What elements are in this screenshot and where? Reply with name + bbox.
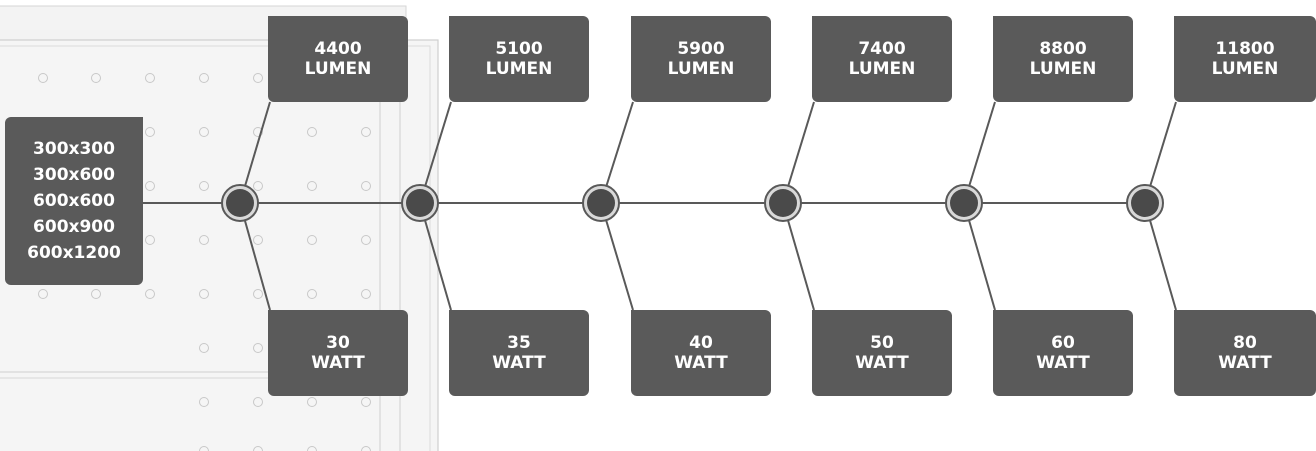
led-dot: [361, 127, 371, 137]
led-dot: [199, 235, 209, 245]
led-dot: [145, 181, 155, 191]
led-dot: [361, 289, 371, 299]
watt-branch-line: [600, 202, 634, 311]
led-dot: [199, 446, 209, 451]
led-dot: [145, 73, 155, 83]
watt-unit: WATT: [674, 353, 728, 373]
lumen-unit: LUMEN: [667, 59, 735, 79]
led-dot: [361, 181, 371, 191]
led-dot: [145, 289, 155, 299]
watt-branch-line: [239, 202, 271, 311]
led-dot: [253, 343, 263, 353]
watt-value: 35: [507, 333, 531, 353]
watt-unit: WATT: [855, 353, 909, 373]
led-dot: [91, 73, 101, 83]
watt-branch-line: [963, 202, 996, 311]
watt-value: 30: [326, 333, 350, 353]
lumen-value: 11800: [1215, 39, 1275, 59]
lumen-unit: LUMEN: [485, 59, 553, 79]
led-dot: [253, 235, 263, 245]
panel-size-label: 300x600: [33, 165, 115, 185]
watt-unit: WATT: [1218, 353, 1272, 373]
led-dot: [199, 181, 209, 191]
led-dot: [145, 127, 155, 137]
led-dot: [253, 127, 263, 137]
led-dot: [199, 73, 209, 83]
lumen-value: 5100: [495, 39, 543, 59]
led-dot: [199, 343, 209, 353]
panel-size-label: 600x900: [33, 217, 115, 237]
led-dot: [253, 397, 263, 407]
lumen-unit: LUMEN: [304, 59, 372, 79]
lumen-unit: LUMEN: [1211, 59, 1279, 79]
led-dot: [91, 289, 101, 299]
led-dot: [361, 446, 371, 451]
led-dot: [145, 235, 155, 245]
led-dot: [38, 289, 48, 299]
watt-branch-line: [1144, 202, 1177, 311]
lumen-unit: LUMEN: [1029, 59, 1097, 79]
lumen-branch-line: [1144, 101, 1177, 204]
lumen-value: 7400: [858, 39, 906, 59]
watt-value: 60: [1051, 333, 1075, 353]
panel-sizes-box: 300x300 300x600 600x600 600x900 600x1200: [5, 117, 143, 285]
lumen-value: 5900: [677, 39, 725, 59]
watt-value: 80: [1233, 333, 1257, 353]
watt-unit: WATT: [492, 353, 546, 373]
watt-branch-line: [419, 202, 452, 311]
led-dot: [199, 127, 209, 137]
led-dot: [307, 446, 317, 451]
panel-size-label: 300x300: [33, 139, 115, 159]
led-dot: [253, 289, 263, 299]
lumen-branch-line: [239, 101, 271, 204]
watt-unit: WATT: [1036, 353, 1090, 373]
led-dot: [307, 235, 317, 245]
led-dot: [307, 181, 317, 191]
led-dot: [307, 289, 317, 299]
lumen-branch-line: [963, 101, 996, 204]
led-dot: [307, 397, 317, 407]
led-dot: [307, 127, 317, 137]
lumen-value: 8800: [1039, 39, 1087, 59]
led-dot: [253, 446, 263, 451]
led-dot: [361, 235, 371, 245]
led-dot: [38, 73, 48, 83]
panel-inner-frame: [0, 45, 431, 451]
watt-unit: WATT: [311, 353, 365, 373]
watt-value: 40: [689, 333, 713, 353]
lumen-branch-line: [419, 101, 452, 204]
lumen-value: 4400: [314, 39, 362, 59]
lumen-branch-line: [600, 101, 634, 204]
lumen-branch-line: [782, 101, 815, 204]
panel-size-label: 600x1200: [27, 243, 121, 263]
panel-size-label: 600x600: [33, 191, 115, 211]
lumen-unit: LUMEN: [848, 59, 916, 79]
led-dot: [199, 289, 209, 299]
watt-value: 50: [870, 333, 894, 353]
led-dot: [199, 397, 209, 407]
led-dot: [253, 73, 263, 83]
led-dot: [361, 397, 371, 407]
watt-branch-line: [782, 202, 815, 311]
